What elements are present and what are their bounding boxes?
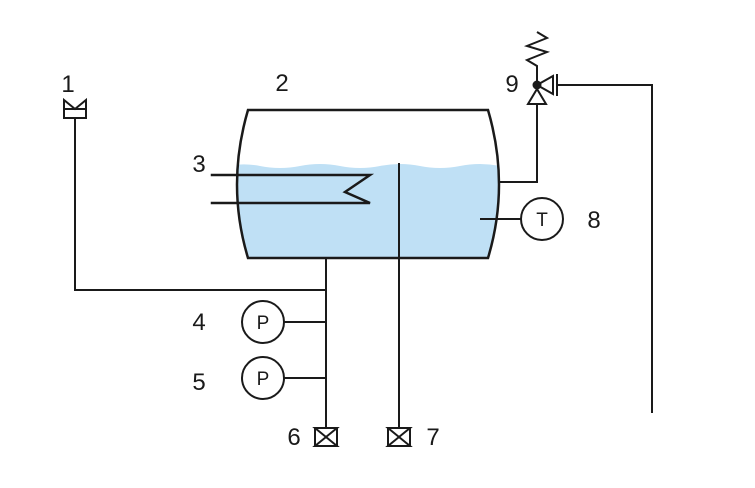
tank-body bbox=[235, 108, 501, 260]
tank-liquid bbox=[237, 164, 499, 258]
pressure-gauge-4: P bbox=[241, 300, 285, 344]
pressure-gauge-4-label: P bbox=[257, 313, 270, 334]
valve-1-icon bbox=[63, 97, 87, 119]
label-8: 8 bbox=[587, 207, 600, 234]
safety-valve-icon bbox=[523, 31, 558, 105]
label-2: 2 bbox=[275, 70, 288, 97]
discharge-line bbox=[557, 84, 653, 413]
pressure-gauge-5-label: P bbox=[257, 369, 270, 390]
label-1: 1 bbox=[61, 71, 74, 98]
heating-coil bbox=[210, 173, 375, 205]
label-4: 4 bbox=[192, 309, 205, 336]
relief-line bbox=[500, 104, 538, 183]
spring-icon bbox=[523, 31, 551, 81]
temperature-gauge: T bbox=[520, 197, 564, 241]
label-3: 3 bbox=[192, 151, 205, 178]
inlet-line bbox=[74, 118, 326, 291]
valve-7-icon bbox=[385, 427, 413, 447]
label-6: 6 bbox=[287, 424, 300, 451]
label-7: 7 bbox=[426, 424, 439, 451]
label-9: 9 bbox=[505, 71, 518, 98]
temperature-gauge-label: T bbox=[536, 210, 548, 231]
label-5: 5 bbox=[192, 369, 205, 396]
valve-6-icon bbox=[312, 427, 340, 447]
pressure-gauge-5: P bbox=[241, 356, 285, 400]
